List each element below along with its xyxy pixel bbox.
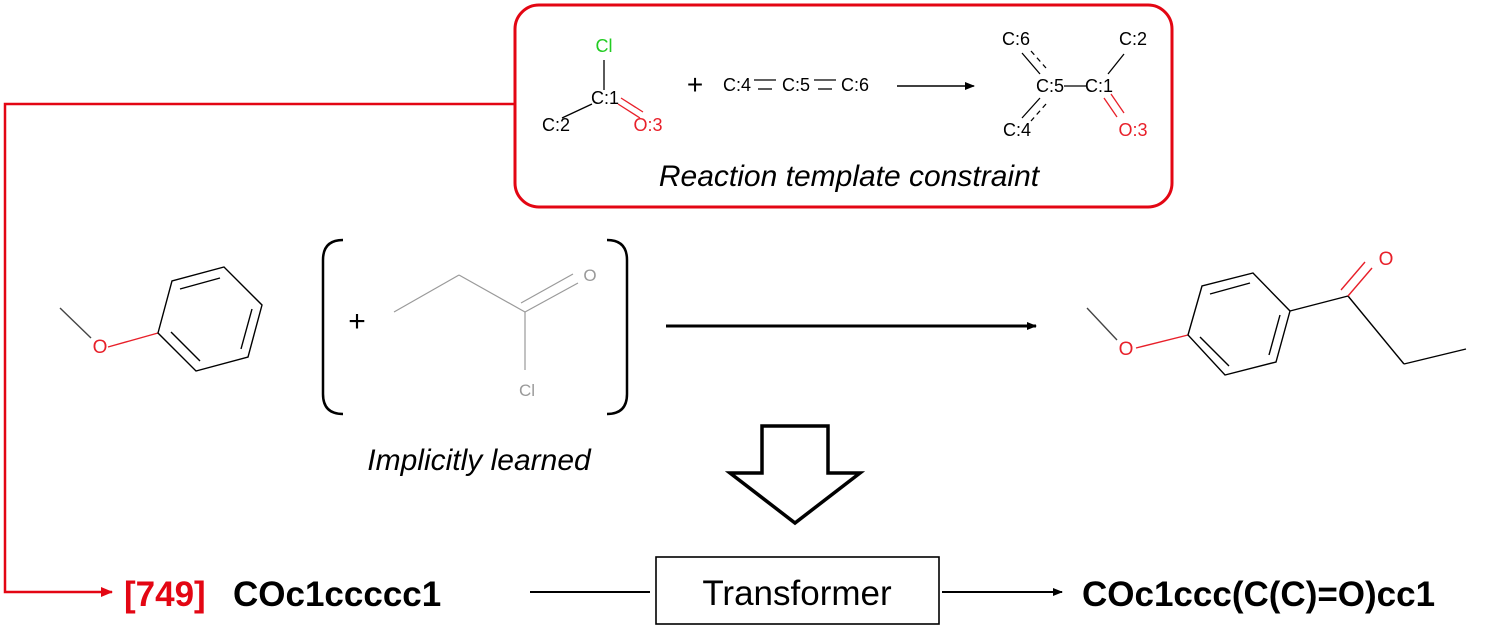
product-ether-oxygen-label: O xyxy=(1119,339,1134,360)
product-atom-c1-label: C:1 xyxy=(1085,76,1113,96)
atom-c2-label: C:2 xyxy=(542,115,570,135)
template-product: C:6 C:5 C:1 C:2 C:4 O:3 xyxy=(1002,29,1148,140)
product-carbonyl-oxygen-label: O xyxy=(1379,249,1394,270)
atom-cl-label: Cl xyxy=(596,36,613,56)
left-bracket xyxy=(321,238,344,416)
output-smiles: COc1ccc(C(C)=O)cc1 xyxy=(1082,575,1435,614)
hollow-down-arrow xyxy=(724,424,866,526)
product-atom-c5-label: C:5 xyxy=(1036,76,1064,96)
product-atom-o3-label: O:3 xyxy=(1118,120,1147,140)
transformer-label: Transformer xyxy=(702,574,892,613)
input-smiles: COc1ccccc1 xyxy=(233,575,441,614)
reagent-plus-sign: + xyxy=(348,305,366,338)
product-atom-c6-label: C:6 xyxy=(1002,29,1030,49)
template-reactant-alkene: C:4 C:5 C:6 xyxy=(723,75,869,95)
template-box xyxy=(513,3,1174,209)
template-reactant-acyl-chloride: Cl C:1 C:2 O:3 xyxy=(542,36,663,135)
template-id-label: [749] xyxy=(124,575,206,614)
product-structure: O O xyxy=(1086,249,1467,376)
template-caption: Reaction template constraint xyxy=(659,160,1041,193)
reagent-oxygen-label: O xyxy=(583,266,596,285)
template-connector-line xyxy=(3,102,516,597)
atom-o3-label: O:3 xyxy=(633,115,662,135)
right-bracket xyxy=(606,238,629,416)
product-atom-c2-label: C:2 xyxy=(1119,29,1147,49)
transformer-box xyxy=(655,556,940,625)
atom-c4-label: C:4 xyxy=(723,75,751,95)
anisole-oxygen-label: O xyxy=(93,337,108,358)
atom-c1-label: C:1 xyxy=(591,88,619,108)
product-atom-c4-label: C:4 xyxy=(1003,120,1031,140)
atom-c6-label: C:6 xyxy=(841,75,869,95)
reagent-chlorine-label: Cl xyxy=(519,381,535,400)
propionyl-chloride-structure: O Cl xyxy=(393,266,597,400)
template-plus-sign: + xyxy=(687,69,703,100)
anisole-structure: O xyxy=(59,266,263,372)
implicitly-learned-caption: Implicitly learned xyxy=(367,444,592,477)
atom-c5-label: C:5 xyxy=(782,75,810,95)
